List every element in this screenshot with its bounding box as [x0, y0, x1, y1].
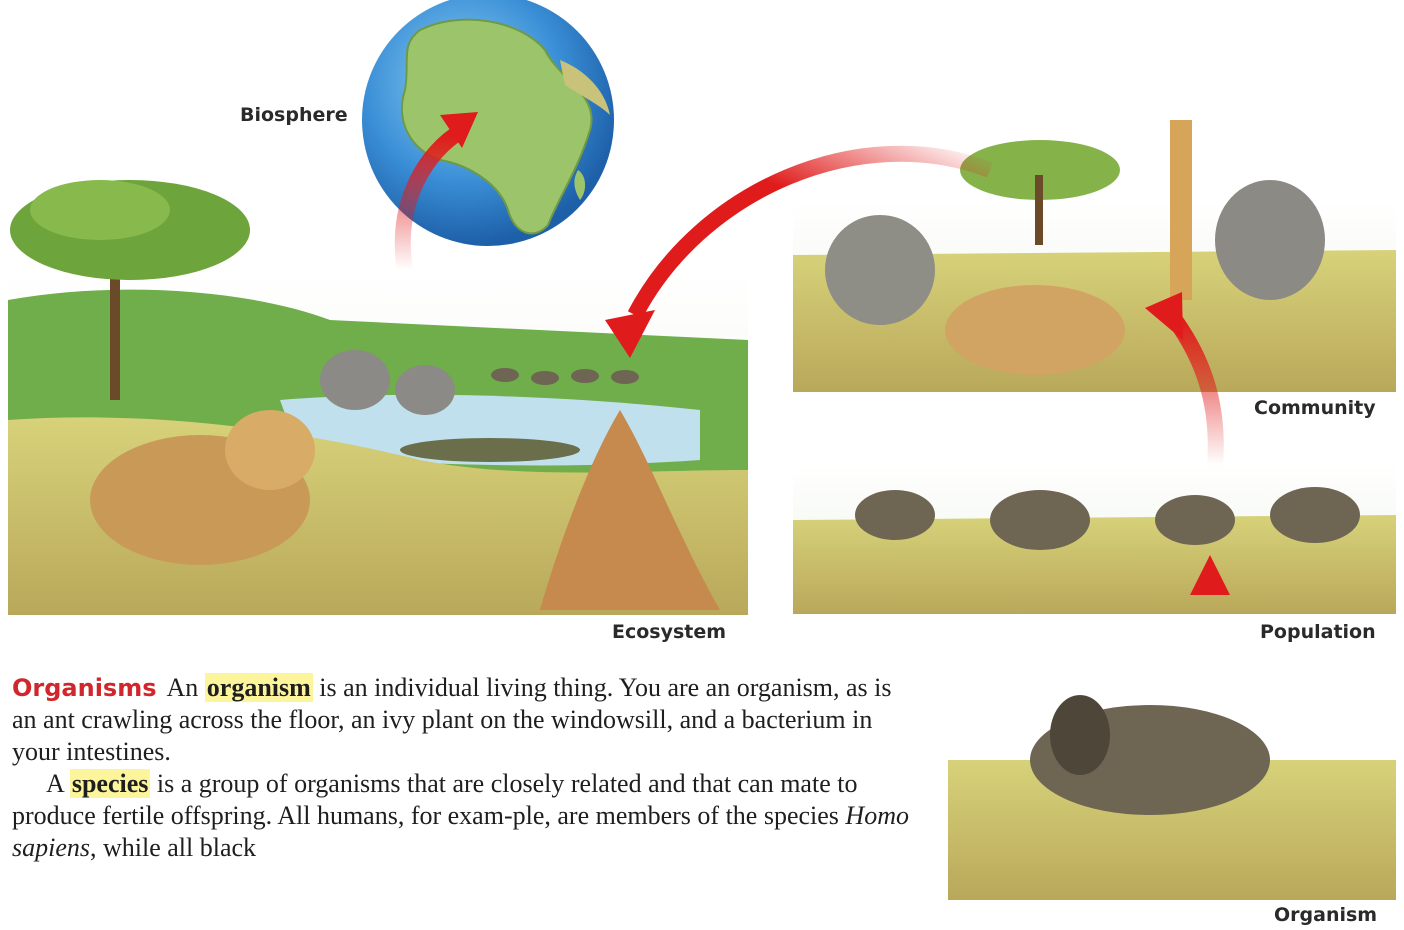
p2-text-c: , while all black [90, 833, 256, 862]
organism-label: Organism [1274, 904, 1377, 926]
body-text: OrganismsAn organism is an individual li… [12, 672, 912, 864]
community-label: Community [1254, 397, 1376, 419]
ecosystem-label: Ecosystem [612, 621, 726, 643]
paragraph-species: A species is a group of organisms that a… [12, 768, 912, 864]
p1-text-a: An [167, 673, 205, 702]
p2-text-a: A [46, 769, 70, 798]
population-label: Population [1260, 621, 1376, 643]
ecosystem-scene [8, 180, 748, 615]
term-species: species [70, 769, 151, 798]
term-organism: organism [205, 673, 313, 702]
population-scene [793, 462, 1396, 614]
section-heading: Organisms [12, 674, 157, 702]
biosphere-label: Biosphere [240, 104, 348, 126]
organism-scene [948, 695, 1396, 900]
paragraph-organisms: OrganismsAn organism is an individual li… [12, 672, 912, 768]
